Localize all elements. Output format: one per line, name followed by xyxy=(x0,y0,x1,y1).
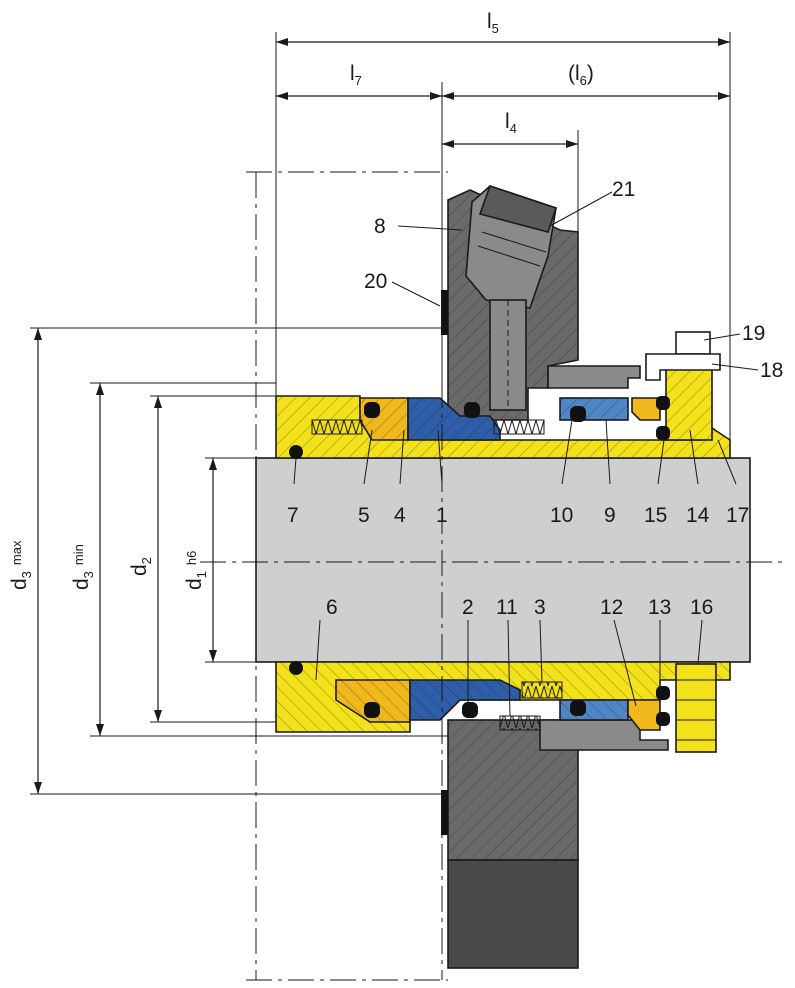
part-label-5: 5 xyxy=(358,504,370,527)
seal-face-1 xyxy=(407,397,521,721)
part-label-8: 8 xyxy=(374,215,386,238)
part-label-13: 13 xyxy=(648,596,671,619)
dim-label-l4: l4 xyxy=(505,110,517,136)
part-label-9: 9 xyxy=(604,504,616,527)
part-label-11: 11 xyxy=(496,596,518,619)
part-label-2: 2 xyxy=(462,596,474,619)
reference-lines xyxy=(30,32,731,981)
dim-label-d3-min: d3min xyxy=(70,544,96,590)
part-label-1: 1 xyxy=(436,504,448,527)
dim-label-d2: d2 xyxy=(128,557,154,576)
part-label-12: 12 xyxy=(600,596,623,619)
leader-lines xyxy=(293,191,759,717)
centering-clip-18-19 xyxy=(645,331,721,381)
set-screw-16 xyxy=(675,663,717,753)
part-label-7: 7 xyxy=(287,504,299,527)
part-label-17: 17 xyxy=(726,504,749,527)
dim-label-l5: l5 xyxy=(487,10,499,36)
part-label-14: 14 xyxy=(686,504,710,527)
flat-gasket-lower xyxy=(441,790,448,835)
part-label-10: 10 xyxy=(550,504,573,527)
part-label-15: 15 xyxy=(644,504,667,527)
stationary-seat-4 xyxy=(335,397,411,723)
gland-plate xyxy=(539,365,669,751)
part-label-21: 21 xyxy=(612,178,635,201)
part-label-16: 16 xyxy=(690,596,713,619)
part-label-20: 20 xyxy=(364,270,387,293)
shaft xyxy=(255,457,751,663)
dim-label-l7: l7 xyxy=(350,62,362,88)
part-label-3: 3 xyxy=(534,596,546,619)
o-rings xyxy=(289,396,670,726)
part-label-4: 4 xyxy=(394,504,406,527)
part-number-labels: 8 21 20 19 18 7 5 4 1 10 9 15 14 17 6 2 … xyxy=(287,178,783,619)
ring-12 xyxy=(627,397,661,731)
dim-label-l6: (l6) xyxy=(568,62,594,88)
part-label-18: 18 xyxy=(760,359,783,382)
drive-collar-14 xyxy=(665,367,713,441)
connection-fitting-21 xyxy=(465,184,558,411)
dim-label-d3-max: d3max xyxy=(8,540,34,590)
dimension-arrows xyxy=(34,38,730,794)
dim-label-d1-h6: d1h6 xyxy=(183,551,209,590)
part-label-6: 6 xyxy=(326,596,338,619)
springs xyxy=(311,419,563,731)
part-label-19: 19 xyxy=(742,322,765,345)
flat-gasket-20 xyxy=(441,290,448,335)
